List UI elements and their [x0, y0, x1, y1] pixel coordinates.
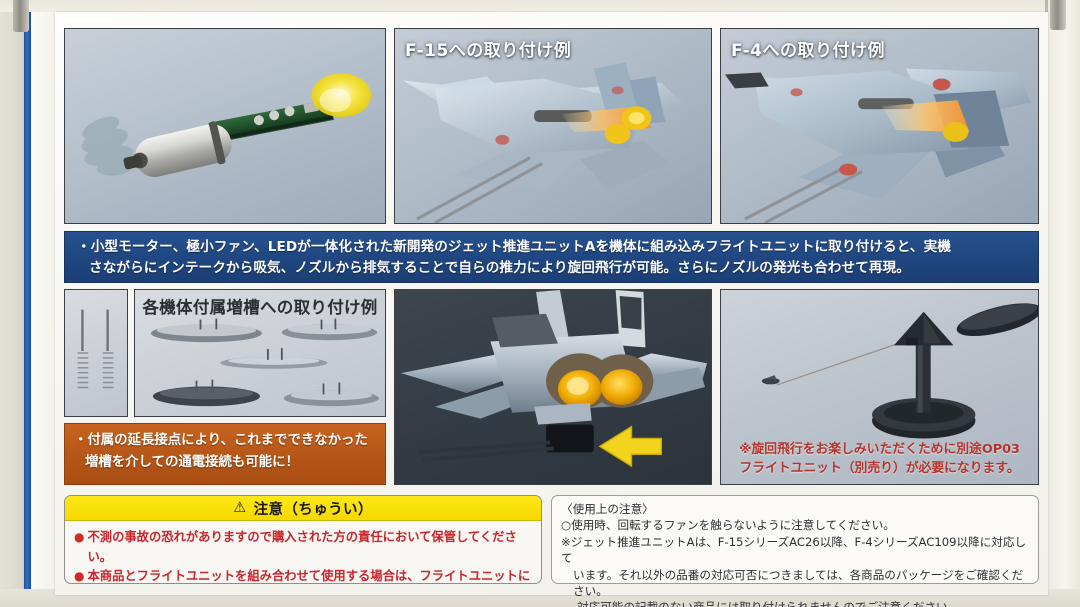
package-blue-spine-stripe [24, 0, 31, 607]
usage-line-4: 対応可能の記載のない商品には取り付けられませんのでご注意ください。 [561, 599, 1030, 607]
flight-unit-required-note: ※旋回飛行をお楽しみいただくために別途OP03 フライトユニット（別売り）が必要… [721, 440, 1038, 478]
caution-item-text: 本商品とフライトユニットを組み合わせて使用する場合は、フライトユニットに [87, 569, 531, 583]
package-right-edge [1048, 0, 1080, 607]
f4-install-example-photo: F-4への取り付け例 [720, 28, 1039, 224]
usage-line-2: ※ジェット推進ユニットAは、F-15シリーズAC26以降、F-4シリーズAC10… [561, 534, 1027, 566]
usage-line-3: います。それ以外の品番の対応可否につきましては、各商品のパッケージをご確認くださ… [573, 567, 1024, 599]
blue-banner-line2: さながらにインテークから吸気、ノズルから排気することで自らの推力により旋回飛行が… [89, 260, 910, 276]
extension-contact-springs-photo [64, 289, 128, 417]
caution-header: ⚠ 注意（ちゅうい） [65, 496, 541, 521]
orange-banner-line1: ・付属の延長接点により、これまでできなかった [74, 433, 368, 448]
feature-banner-blue: ・小型モーター、極小ファン、LEDが一体化された新開発のジェット推進ユニットAを… [64, 231, 1039, 283]
photo-backdrop [65, 290, 127, 416]
f15-install-example-photo: F-15への取り付け例 [394, 28, 712, 224]
caution-heading-text: 注意（ちゅうい） [253, 501, 373, 518]
package-left-edge [0, 0, 24, 607]
caution-box: ⚠ 注意（ちゅうい） ● 不測の事故の恐れがありますので購入された方の責任におい… [64, 495, 542, 584]
blue-banner-line1: ・小型モーター、極小ファン、LEDが一体化された新開発のジェット推進ユニットAを… [77, 239, 951, 255]
f15-model-illustration [402, 62, 686, 223]
package-top-edge [0, 0, 1080, 12]
f4-panel-caption: F-4への取り付け例 [731, 41, 885, 61]
caution-body: ● 不測の事故の恐れがありますので購入された方の責任において保管してください。 … [65, 521, 541, 583]
flight-unit-stand-photo: ※旋回飛行をお楽しみいただくために別途OP03 フライトユニット（別売り）が必要… [720, 289, 1039, 485]
spring-contacts-illustration [77, 309, 114, 389]
jet-unit-illustration [81, 73, 372, 177]
drop-tank-examples-photo: 各機体付属増槽への取り付け例 [134, 289, 386, 417]
flight-unit-note-line2: フライトユニット（別売り）が必要になります。 [739, 461, 1020, 476]
f15-panel-caption: F-15への取り付け例 [405, 41, 572, 61]
yellow-arrow-icon [598, 425, 663, 468]
drop-tanks-illustration [150, 318, 380, 407]
caution-item-text: 不測の事故の恐れがありますので購入された方の責任において保管してください。 [87, 530, 517, 564]
bullet-icon: ● [74, 530, 85, 544]
f15-nozzle-closeup-photo [394, 289, 712, 485]
metal-clip-right-icon [1050, 0, 1066, 30]
caution-item: ● 本商品とフライトユニットを組み合わせて使用する場合は、フライトユニットに [74, 567, 533, 583]
f15-rear-view-illustration [400, 290, 708, 468]
metal-clip-left-icon [13, 0, 29, 32]
flight-unit-illustration [761, 303, 1038, 439]
jet-propulsion-unit-photo [64, 28, 386, 224]
bullet-icon: ● [74, 569, 85, 583]
warning-triangle-icon: ⚠ [233, 500, 247, 516]
usage-title: 〈使用上の注意〉 [561, 502, 654, 516]
drop-tank-section-title: 各機体付属増槽への取り付け例 [142, 298, 378, 317]
usage-notes-box: 〈使用上の注意〉 ○使用時、回転するファンを触らないように注意してください。 ※… [551, 495, 1039, 607]
usage-line-1: ○使用時、回転するファンを触らないように注意してください。 [561, 518, 895, 533]
f4-model-illustration [724, 68, 1032, 223]
orange-banner-line2: 増槽を介しての通電接続も可能に！ [85, 455, 299, 470]
feature-banner-orange: ・付属の延長接点により、これまでできなかった 増槽を介しての通電接続も可能に！ [64, 423, 386, 485]
package-left-margin [31, 0, 55, 607]
instruction-card: F-15への取り付け例 [55, 12, 1048, 607]
caution-item: ● 不測の事故の恐れがありますので購入された方の責任において保管してください。 [74, 528, 533, 567]
flight-unit-note-line1: ※旋回飛行をお楽しみいただくために別途OP03 [739, 442, 1020, 457]
